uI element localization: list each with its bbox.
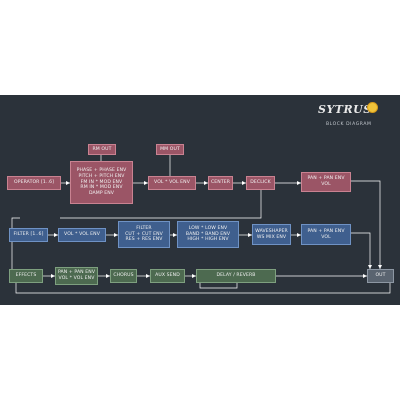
filter-label: FILTER <box>136 225 152 231</box>
declick-block: DECLICK <box>246 176 275 190</box>
low-env-label: LOW * LOW ENV <box>188 225 228 231</box>
vol-env-mid-block: VOL * VOL ENV <box>58 228 106 242</box>
center-label: CENTER <box>210 180 231 186</box>
envelope-stack-block: PHASE + PHASE ENV PITCH + PITCH ENV FM I… <box>70 161 133 204</box>
pan-vol-env-block: PAN + PAN ENV VOL * VOL ENV <box>55 267 98 285</box>
ws-mix-env-label: WS MIX ENV <box>256 234 287 240</box>
fm-mod-env-label: FM IN * MOD ENV <box>80 179 123 185</box>
chorus-block: CHORUS <box>110 269 137 283</box>
fruit-logo-icon <box>367 102 378 113</box>
vol-mid-label: VOL <box>321 234 331 240</box>
pan-env-bottom-label: PAN + PAN ENV <box>57 270 96 276</box>
aux-send-label: AUX SEND <box>155 273 180 279</box>
effects-block: EFFECTS <box>9 269 43 283</box>
vol-env-mid-label: VOL * VOL ENV <box>64 232 100 238</box>
filter-stack-block: FILTER CUT + CUT ENV RES + RES ENV <box>118 221 170 248</box>
mm-out-block: MM OUT <box>156 144 184 155</box>
vol-env-top-label: VOL * VOL ENV <box>154 180 190 186</box>
pan-mid-label: PAN + PAN ENV <box>307 228 345 234</box>
cut-env-label: CUT + CUT ENV <box>125 231 163 237</box>
rm-out-label: RM OUT <box>92 146 112 152</box>
pan-top-label: PAN + PAN ENV <box>307 176 345 182</box>
declick-label: DECLICK <box>250 180 271 186</box>
effects-label: EFFECTS <box>15 273 37 279</box>
out-label: OUT <box>375 273 386 279</box>
pan-vol-top-block: PAN + PAN ENV VOL <box>301 172 351 192</box>
aux-send-block: AUX SEND <box>150 269 185 283</box>
chorus-label: CHORUS <box>113 273 134 279</box>
operator-block: OPERATOR [1..6] <box>7 176 61 190</box>
filter-range-label: FILTER [1..6] <box>13 232 44 238</box>
waveshaper-block: WAVESHAPER WS MIX ENV <box>252 224 291 245</box>
logo-subtitle: BLOCK DIAGRAM <box>326 122 372 127</box>
sytrus-logo: SYTRUS <box>318 103 372 116</box>
out-block: OUT <box>367 269 394 283</box>
rm-mod-env-label: RM IN * MOD ENV <box>80 185 123 191</box>
vol-top-label: VOL <box>321 182 331 187</box>
waveshaper-label: WAVESHAPER <box>255 228 288 234</box>
center-block: CENTER <box>208 176 233 190</box>
vol-env-bottom-label: VOL * VOL ENV <box>58 276 95 281</box>
vol-env-top-block: VOL * VOL ENV <box>148 176 196 190</box>
delay-reverb-label: DELAY / REVERB <box>216 273 256 279</box>
res-env-label: RES + RES ENV <box>125 237 163 243</box>
pan-vol-mid-block: PAN + PAN ENV VOL <box>301 224 351 245</box>
rm-out-block: RM OUT <box>88 144 116 155</box>
filter-range-block: FILTER [1..6] <box>9 228 48 242</box>
band-env-label: BAND * BAND ENV <box>185 231 231 237</box>
phase-env-label: PHASE + PHASE ENV <box>76 168 127 174</box>
band-stack-block: LOW * LOW ENV BAND * BAND ENV HIGH * HIG… <box>177 221 239 248</box>
damp-env-label: DAMP ENV <box>88 191 115 197</box>
pitch-env-label: PITCH + PITCH ENV <box>78 173 125 179</box>
operator-label: OPERATOR [1..6] <box>13 180 54 186</box>
high-env-label: HIGH * HIGH ENV <box>187 237 229 243</box>
mm-out-label: MM OUT <box>160 146 180 152</box>
delay-reverb-block: DELAY / REVERB <box>196 269 276 283</box>
